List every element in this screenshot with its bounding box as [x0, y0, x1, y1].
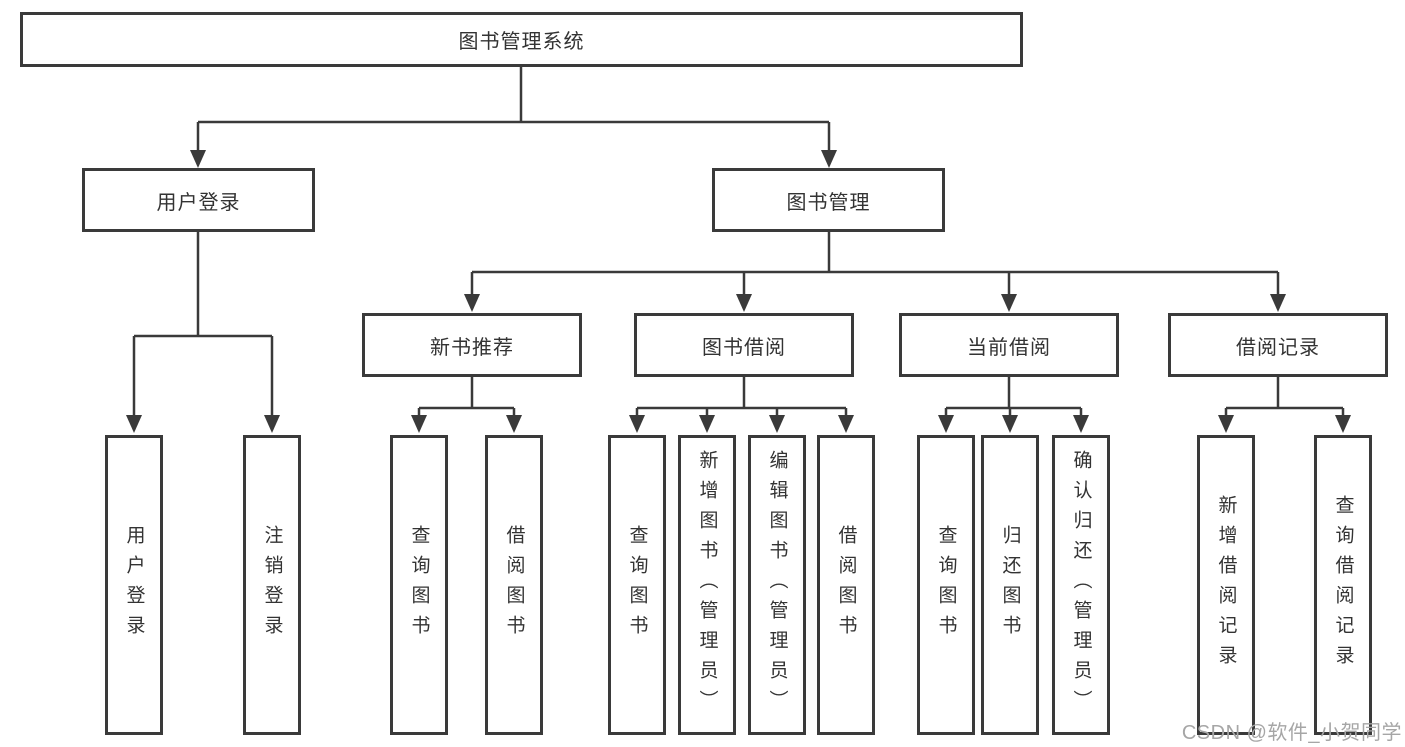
leaf-label: 查询图书: [408, 525, 430, 645]
arrowhead-icon: [938, 415, 954, 433]
arrowhead-icon: [464, 294, 480, 312]
leaf-label: 查询借阅记录: [1332, 495, 1354, 675]
leaf-label: 归还图书: [999, 525, 1021, 645]
leaf-query-borrow-record: 查询借阅记录: [1314, 435, 1372, 735]
arrowhead-icon: [699, 415, 715, 433]
arrowhead-icon: [1073, 415, 1089, 433]
leaf-confirm-return-admin: 确认归还（管理员）: [1052, 435, 1110, 735]
arrowhead-icon: [1270, 294, 1286, 312]
leaf-label: 用户登录: [123, 525, 145, 645]
arrowhead-icon: [411, 415, 427, 433]
arrowhead-icon: [126, 415, 142, 433]
leaf-label: 查询图书: [935, 525, 957, 645]
leaf-label: 新增借阅记录: [1215, 495, 1237, 675]
arrowhead-icon: [769, 415, 785, 433]
leaf-user-login: 用户登录: [105, 435, 163, 735]
arrowhead-icon: [1001, 294, 1017, 312]
node-current-borrowing: 当前借阅: [899, 313, 1119, 377]
leaf-label: 注销登录: [261, 525, 283, 645]
leaf-add-books-admin: 新增图书（管理员）: [678, 435, 736, 735]
arrowhead-icon: [190, 150, 206, 168]
csdn-watermark: CSDN @软件_小贺同学: [1181, 722, 1402, 744]
leaf-label: 编辑图书（管理员）: [766, 450, 788, 720]
arrowhead-icon: [1335, 415, 1351, 433]
leaf-query-books-1: 查询图书: [390, 435, 448, 735]
arrowhead-icon: [629, 415, 645, 433]
node-borrow-records: 借阅记录: [1168, 313, 1388, 377]
leaf-return-books: 归还图书: [981, 435, 1039, 735]
leaf-label: 借阅图书: [503, 525, 525, 645]
arrowhead-icon: [821, 150, 837, 168]
node-root: 图书管理系统: [20, 12, 1023, 67]
arrowhead-icon: [838, 415, 854, 433]
node-book-management: 图书管理: [712, 168, 945, 232]
leaf-label: 借阅图书: [835, 525, 857, 645]
leaf-label: 查询图书: [626, 525, 648, 645]
arrowhead-icon: [506, 415, 522, 433]
arrowhead-icon: [1218, 415, 1234, 433]
leaf-borrow-books-1: 借阅图书: [485, 435, 543, 735]
leaf-label: 新增图书（管理员）: [696, 450, 718, 720]
leaf-edit-books-admin: 编辑图书（管理员）: [748, 435, 806, 735]
leaf-add-borrow-record: 新增借阅记录: [1197, 435, 1255, 735]
arrowhead-icon: [1002, 415, 1018, 433]
leaf-logout: 注销登录: [243, 435, 301, 735]
node-new-book-recommend: 新书推荐: [362, 313, 582, 377]
leaf-borrow-books-2: 借阅图书: [817, 435, 875, 735]
leaf-query-books-2: 查询图书: [608, 435, 666, 735]
node-book-borrowing: 图书借阅: [634, 313, 854, 377]
arrowhead-icon: [736, 294, 752, 312]
node-user-login: 用户登录: [82, 168, 315, 232]
arrowhead-icon: [264, 415, 280, 433]
leaf-query-books-3: 查询图书: [917, 435, 975, 735]
leaf-label: 确认归还（管理员）: [1070, 450, 1092, 720]
